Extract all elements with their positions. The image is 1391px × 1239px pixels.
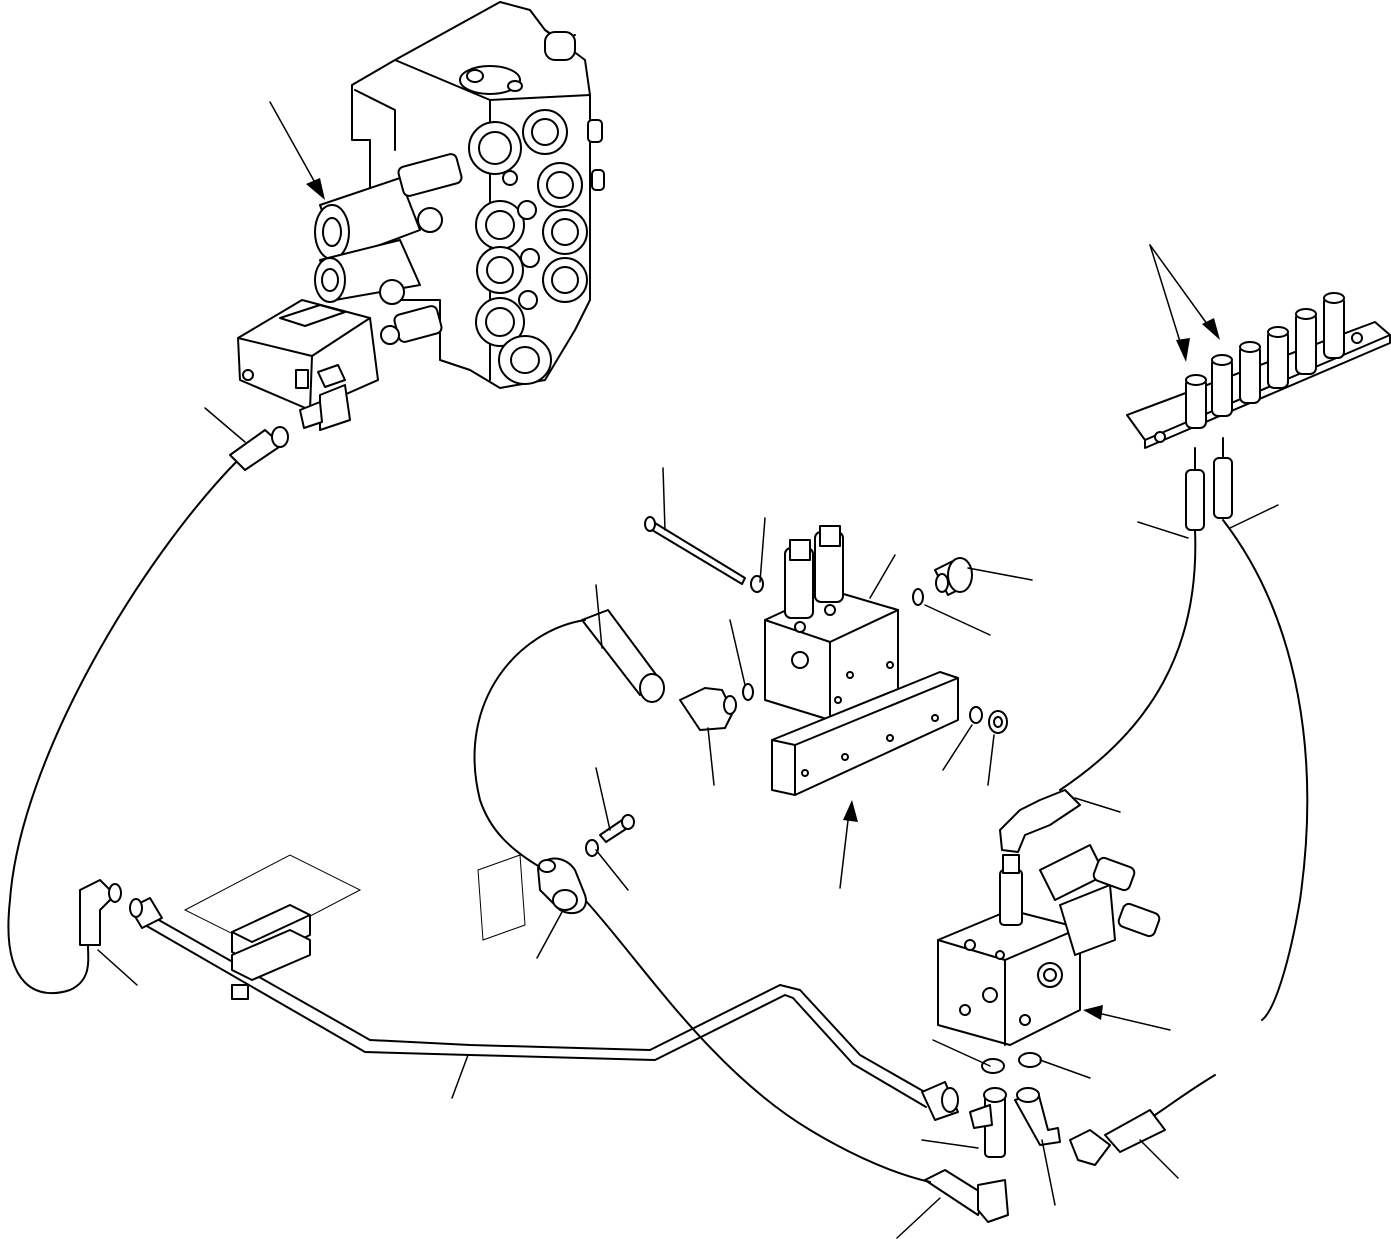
electrical-plug-strip	[1126, 292, 1391, 531]
hose-elbow-left-bottom	[79, 879, 122, 946]
hydraulic-hose-middle	[473, 619, 586, 871]
hose-elbow-right-lower	[1069, 1109, 1166, 1166]
hose-connector-upper	[581, 609, 665, 703]
bolt-upper	[644, 516, 746, 585]
washer-bracket	[969, 706, 983, 724]
pipe-clamp-block	[183, 854, 362, 1000]
o-ring-upper-right	[912, 588, 924, 606]
screw-clamp	[599, 814, 635, 843]
callout-leaders	[97, 407, 1279, 1239]
o-ring-lower-right	[1018, 1052, 1042, 1068]
o-ring-upper-elbow	[742, 683, 754, 701]
hose-elbow-right-upper	[999, 789, 1081, 853]
hydraulic-hose-middle-lower	[584, 899, 931, 1183]
hose-clamp	[477, 854, 587, 941]
hydraulic-hose-right-lower-end	[1154, 1074, 1216, 1116]
plug-pins	[1185, 292, 1345, 429]
hydraulic-hose-right-upper	[1059, 529, 1197, 791]
washer-clamp	[585, 839, 599, 857]
elbow-fitting-upper	[679, 687, 737, 731]
tee-fitting	[969, 1087, 1007, 1158]
pointer-arrow-valve-bank	[269, 101, 325, 200]
rigid-pipe	[129, 897, 959, 1121]
hydraulic-hose-right-lower	[1222, 519, 1309, 1021]
o-ring-lower-left	[981, 1058, 1005, 1074]
solenoid-valve-block-upper	[764, 525, 899, 721]
mounting-bracket	[771, 671, 959, 796]
hose-elbow-bottom	[924, 1169, 1009, 1223]
nut-bracket	[988, 710, 1008, 734]
hydraulic-hose-left	[7, 459, 239, 994]
control-valve-bank	[237, 1, 605, 431]
hose-connector-left-top	[229, 426, 289, 471]
pointer-arrows-plug-strip	[1149, 244, 1220, 362]
washer-upper-bolt	[750, 575, 764, 593]
solenoid-valve-block-lower	[937, 844, 1161, 1046]
pointer-arrow-lower-block	[1083, 1005, 1171, 1031]
elbow-fitting-lower	[1014, 1087, 1061, 1146]
cap-nut-upper	[934, 557, 973, 596]
